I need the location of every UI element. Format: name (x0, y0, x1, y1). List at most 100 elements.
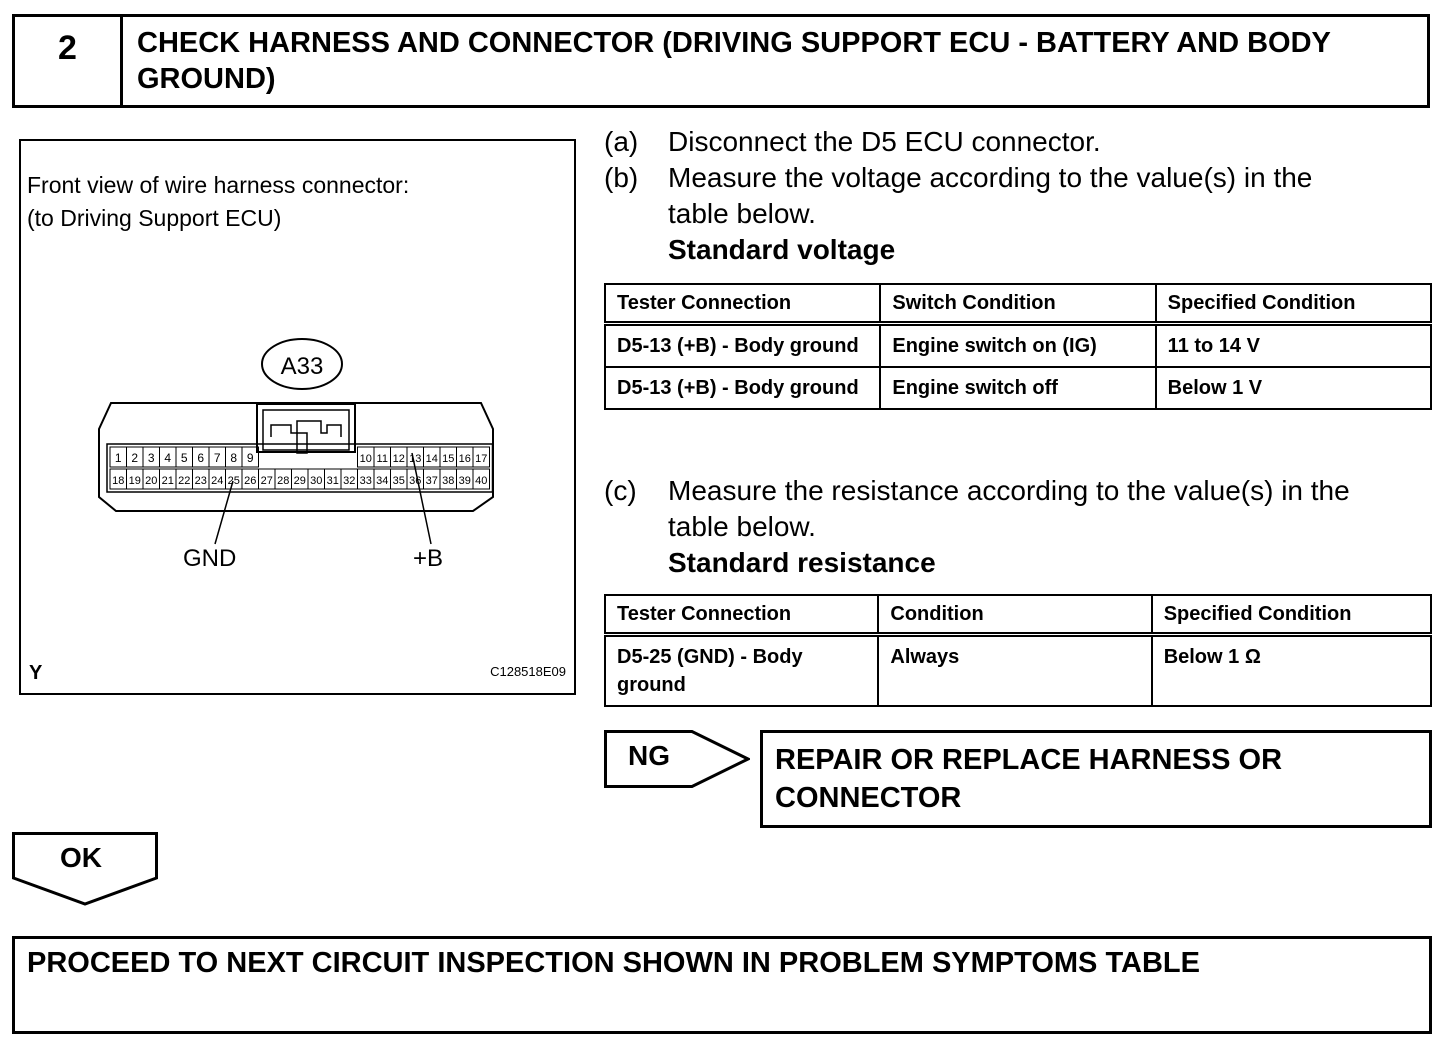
ok-arrow: OK (12, 832, 158, 906)
table-cell: Engine switch off (879, 366, 1157, 410)
resistance-table: Tester Connection Condition Specified Co… (603, 594, 1433, 707)
table-cell: Below 1 Ω (1150, 633, 1433, 707)
pin-number: 29 (294, 475, 306, 487)
voltage-table: Tester Connection Switch Condition Speci… (603, 283, 1433, 410)
pin-number: 10 (360, 453, 372, 465)
connector-figure: Front view of wire harness connector: (t… (19, 139, 576, 695)
step-c-label: (c) (604, 475, 637, 506)
pin-number: 39 (459, 475, 471, 487)
resistance-heading: Standard resistance (668, 547, 936, 578)
pin-number: 40 (475, 475, 487, 487)
resistance-table-header-row: Tester Connection Condition Specified Co… (603, 594, 1433, 636)
step-header: 2 CHECK HARNESS AND CONNECTOR (DRIVING S… (12, 14, 1430, 108)
pin-number: 11 (377, 453, 388, 465)
pin-number: 34 (376, 475, 388, 487)
voltage-table-header-row: Tester Connection Switch Condition Speci… (603, 283, 1433, 325)
pin-number: 8 (230, 451, 237, 465)
connector-latch (256, 403, 356, 453)
ng-arrow-shape (604, 730, 750, 788)
connector-id-label: A33 (281, 353, 324, 380)
pin-number: 18 (112, 475, 124, 487)
figure-caption-line-1: Front view of wire harness connector: (27, 172, 410, 198)
pin-number: 26 (244, 475, 256, 487)
pin-number: 13 (409, 453, 421, 465)
pin-number: 3 (148, 451, 155, 465)
ng-result-line-2: CONNECTOR (775, 782, 962, 814)
ng-arrow: NG (604, 730, 750, 788)
instructions-voltage: (a) Disconnect the D5 ECU connector. (b)… (604, 124, 1434, 274)
table-row: D5-13 (+B) - Body ground Engine switch o… (603, 366, 1433, 410)
pin-number: 35 (393, 475, 405, 487)
table-cell: D5-13 (+B) - Body ground (603, 322, 882, 368)
step-b-text-line-1: Measure the voltage according to the val… (668, 162, 1313, 193)
pin-number: 30 (310, 475, 322, 487)
step-b-label: (b) (604, 162, 639, 193)
pin-number: 21 (162, 475, 174, 487)
step-c-text-line-1: Measure the resistance according to the … (668, 475, 1350, 506)
step-b-text-line-2: table below. (668, 198, 816, 229)
ng-result-line-1: REPAIR OR REPLACE HARNESS OR (775, 744, 1283, 776)
pin-number: 24 (211, 475, 223, 487)
step-c-text-line-2: table below. (668, 511, 816, 542)
voltage-header-specified: Specified Condition (1154, 283, 1433, 325)
table-cell: 11 to 14 V (1154, 322, 1433, 368)
voltage-header-tester: Tester Connection (603, 283, 882, 325)
table-cell: Engine switch on (IG) (879, 322, 1157, 368)
step-a-text: Disconnect the D5 ECU connector. (668, 126, 1101, 157)
pin-number: 36 (409, 475, 421, 487)
table-cell: Below 1 V (1154, 366, 1433, 410)
connector-body (98, 402, 494, 512)
pin-number: 19 (129, 475, 141, 487)
table-cell: D5-13 (+B) - Body ground (603, 366, 882, 410)
ng-label: NG (628, 740, 670, 771)
pin-number: 1 (115, 451, 122, 465)
pin-number: 12 (393, 453, 405, 465)
pin-number: 28 (277, 475, 289, 487)
ng-result-text: REPAIR OR REPLACE HARNESS OR CONNECTOR (775, 741, 1282, 817)
table-row: D5-25 (GND) - Body ground Always Below 1… (603, 633, 1433, 707)
ok-arrow-shape (12, 832, 158, 906)
gnd-leader-line (214, 480, 234, 545)
figure-caption: Front view of wire harness connector: (t… (27, 169, 409, 235)
step-number: 2 (15, 17, 123, 105)
table-cell: Always (877, 633, 1153, 707)
pin-number: 38 (442, 475, 454, 487)
pin-number: 17 (475, 453, 487, 465)
table-row: D5-13 (+B) - Body ground Engine switch o… (603, 322, 1433, 368)
pin-number: 23 (195, 475, 207, 487)
pin-number: 6 (197, 451, 204, 465)
figure-image-code: C128518E09 (490, 664, 566, 679)
pin-number: 27 (261, 475, 273, 487)
resistance-header-condition: Condition (877, 594, 1153, 636)
connector-id-ellipse (261, 338, 343, 390)
b-label: +B (413, 545, 444, 572)
step-a-label: (a) (604, 126, 639, 157)
gnd-label: GND (183, 545, 237, 572)
resistance-header-specified: Specified Condition (1150, 594, 1433, 636)
pin-number: 33 (360, 475, 372, 487)
resistance-header-tester: Tester Connection (603, 594, 880, 636)
pin-number: 14 (426, 453, 438, 465)
pin-number: 32 (343, 475, 355, 487)
pin-number: 15 (442, 453, 454, 465)
pin-number: 9 (247, 451, 254, 465)
pin-number: 31 (327, 475, 339, 487)
pin-cell (472, 446, 490, 468)
ok-label: OK (60, 842, 102, 873)
step-title-line-2: GROUND) (137, 63, 276, 95)
pin-number: 5 (181, 451, 188, 465)
step-title: CHECK HARNESS AND CONNECTOR (DRIVING SUP… (137, 25, 1413, 97)
voltage-heading: Standard voltage (668, 234, 896, 265)
pin-number: 2 (131, 451, 138, 465)
pin-block-frame (106, 443, 494, 493)
figure-caption-line-2: (to Driving Support ECU) (27, 205, 282, 231)
figure-corner-code: Y (29, 662, 43, 684)
pin-number: 22 (178, 475, 190, 487)
pin-cell (241, 446, 259, 468)
voltage-header-switch: Switch Condition (879, 283, 1157, 325)
instructions-resistance: (c) Measure the resistance according to … (604, 473, 1434, 585)
ok-result-box: PROCEED TO NEXT CIRCUIT INSPECTION SHOWN… (12, 936, 1432, 1034)
pin-number: 37 (426, 475, 438, 487)
